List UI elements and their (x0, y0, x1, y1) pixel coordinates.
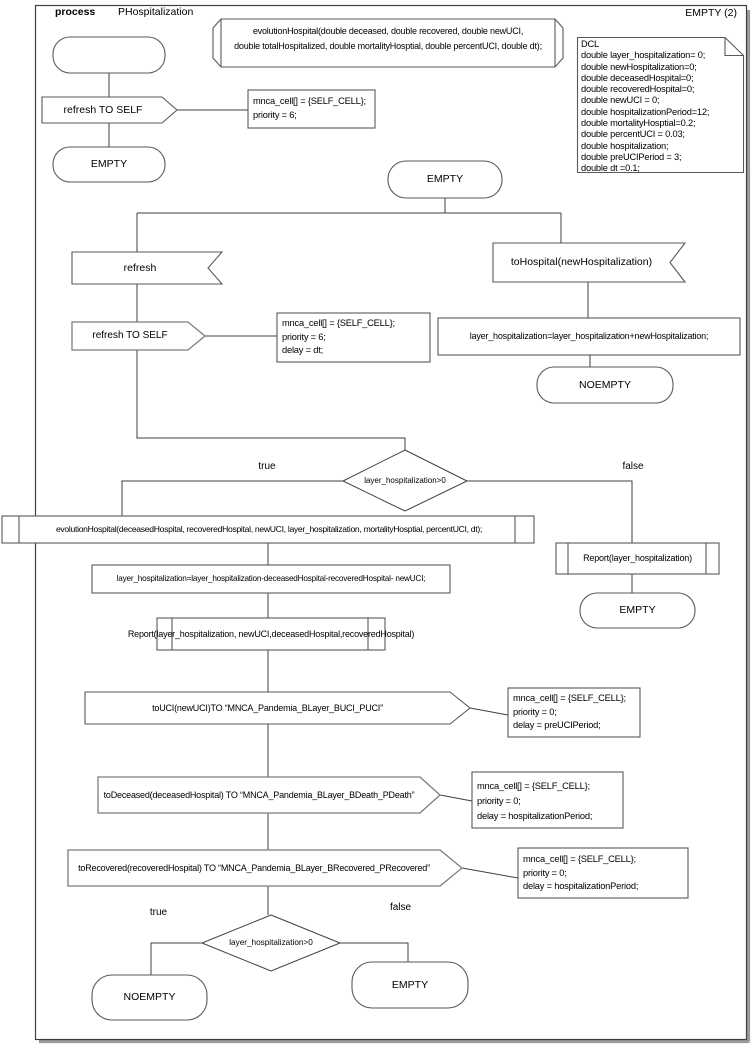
state-noempty-after-add-label: NOEMPTY (579, 378, 631, 391)
procedure-report-layer-endlines (567, 543, 707, 574)
process-keyword: process (55, 6, 96, 18)
comment-line: mnca_cell[] = {SELF_CELL}; (282, 318, 395, 328)
comment-4-text: mnca_cell[] = {SELF_CELL}; priority = 0;… (477, 779, 592, 824)
procedure-evolution-call-label: evolutionHospital(deceasedHospital, reco… (55, 523, 483, 534)
decision-1-false-label: false (622, 461, 644, 472)
process-name: PHospitalization (118, 6, 194, 18)
dcl-page-shape (576, 36, 745, 174)
input-refresh-label: refresh (123, 261, 157, 274)
dcl-text-block: DCL double layer_hospitalization= 0; dou… (581, 39, 741, 175)
procedure-report-full-shape (156, 617, 386, 651)
state-empty-main-shape (387, 160, 503, 199)
procedure-declaration-endlines (220, 19, 556, 67)
output-to-deceased-shape (97, 776, 441, 814)
state-noempty-bottom-shape (91, 974, 208, 1021)
comment-line: delay = dt; (282, 345, 323, 356)
procedure-evolution-call-shape (1, 515, 535, 544)
comment-line: mnca_cell[] = {SELF_CELL}; (513, 693, 626, 703)
input-refresh-shape (71, 251, 224, 285)
dcl-line: double dt =0.1; (581, 163, 640, 174)
decision-1-true-label: true (258, 461, 276, 472)
output-refresh-to-self-2-label: refresh TO SELF (92, 330, 168, 342)
procedure-declaration-line1: evolutionHospital(double deceased, doubl… (252, 26, 524, 36)
dcl-page-fold (724, 37, 744, 57)
state-empty-after-report-shape (579, 592, 696, 629)
decision-2-true-label: true (149, 907, 168, 918)
comment-line: priority = 0; (523, 867, 567, 878)
procedure-evolution-call-endlines (18, 516, 516, 543)
dcl-line: double newUCI = 0; (581, 95, 660, 106)
state-noempty-after-add-shape (536, 366, 674, 404)
comment-line: delay = hospitalizationPeriod; (477, 811, 593, 821)
comment-line: mnca_cell[] = {SELF_CELL}; (477, 781, 590, 791)
output-refresh-to-self-1-shape (41, 96, 178, 124)
decision-2-shape (200, 914, 342, 972)
decision-2-false-label: false (389, 902, 412, 913)
state-empty-after-refresh-label: EMPTY (90, 158, 128, 171)
dcl-line: double recoveredHospital=0; (581, 84, 695, 95)
comment-5-text: mnca_cell[] = {SELF_CELL}; priority = 0;… (523, 853, 638, 894)
input-to-hospital-shape (492, 242, 687, 283)
comment-box-5 (517, 847, 689, 899)
procedure-report-layer-shape (555, 542, 720, 575)
comment-2-text: mnca_cell[] = {SELF_CELL}; priority = 6;… (282, 317, 395, 358)
dcl-line: double mortalityHosptial=0.2; (581, 118, 696, 129)
frame-shadow (39, 10, 751, 1044)
task-add-hospitalization-label: layer_hospitalization=layer_hospitalizat… (469, 331, 709, 342)
state-empty-bottom-shape (351, 961, 469, 1009)
dcl-line: double newHospitalization=0; (581, 61, 697, 72)
comment-1-text: mnca_cell[] = {SELF_CELL}; priority = 6; (253, 95, 366, 122)
task-subtract-hospitalization-shape (91, 564, 451, 594)
comment-box-4 (471, 771, 624, 829)
output-to-uci-shape (84, 691, 471, 725)
procedure-declaration-text: evolutionHospital(double deceased, doubl… (213, 24, 563, 53)
output-to-uci-label: toUCI(newUCI)TO “MNCA_Pandemia_BLayer_BU… (152, 702, 383, 713)
dcl-line: double deceasedHospital=0; (581, 72, 694, 83)
connector-lines (108, 73, 633, 975)
dcl-line: double hospitalizationPeriod=12; (581, 106, 710, 117)
output-to-recovered-shape (67, 849, 464, 887)
output-refresh-to-self-2-shape (71, 321, 207, 351)
decision-2-condition: layer_hospitalization>0 (229, 938, 313, 948)
output-refresh-to-self-1-label: refresh TO SELF (63, 103, 143, 116)
comment-box-3 (507, 687, 641, 738)
task-subtract-hospitalization-label: layer_hospitalization=layer_hospitalizat… (116, 574, 426, 584)
input-to-hospital-label: toHospital(newHospitalization) (510, 256, 653, 269)
state-empty-after-report-label: EMPTY (619, 604, 656, 617)
comment-line: mnca_cell[] = {SELF_CELL}; (253, 96, 366, 106)
comment-line: priority = 0; (477, 796, 521, 806)
procedure-report-full-label: Report(layer_hospitalization, newUCI,dec… (127, 628, 415, 639)
comment-line: priority = 6; (253, 109, 297, 120)
output-to-recovered-label: toRecovered(recoveredHospital) TO “MNCA_… (78, 862, 430, 873)
state-empty-after-refresh-shape (52, 146, 166, 183)
procedure-report-layer-label: Report(layer_hospitalization) (583, 553, 692, 564)
comment-3-text: mnca_cell[] = {SELF_CELL}; priority = 0;… (513, 692, 626, 733)
procedure-report-full-endlines (171, 618, 369, 650)
decision-1-condition: layer_hospitalization>0 (364, 476, 446, 486)
state-empty-bottom-label: EMPTY (391, 978, 429, 991)
comment-line: delay = preUCIPeriod; (513, 720, 601, 731)
dcl-line: double percentUCI = 0.03; (581, 129, 685, 140)
state-start (52, 36, 166, 74)
output-to-deceased-label: toDeceased(deceasedHospital) TO “MNCA_Pa… (103, 789, 415, 800)
page-label: EMPTY (2) (685, 7, 737, 19)
task-add-hospitalization-shape (437, 317, 741, 356)
comment-box-2 (276, 312, 431, 363)
comment-box-1 (247, 89, 376, 129)
state-empty-main-label: EMPTY (426, 173, 464, 186)
dcl-line: double layer_hospitalization= 0; (581, 50, 706, 61)
comment-line: priority = 0; (513, 706, 557, 717)
comment-line: mnca_cell[] = {SELF_CELL}; (523, 854, 636, 864)
dcl-line: DCL (581, 39, 599, 49)
state-noempty-bottom-label: NOEMPTY (123, 991, 176, 1004)
dcl-line: double preUCIPeriod = 3; (581, 151, 682, 162)
comment-line: delay = hospitalizationPeriod; (523, 881, 639, 892)
procedure-declaration-line2: double totalHospitalized, double mortali… (234, 40, 542, 51)
comment-line: priority = 6; (282, 331, 326, 342)
decision-1-shape (341, 449, 469, 512)
dcl-line: double hospitalization; (581, 140, 669, 151)
